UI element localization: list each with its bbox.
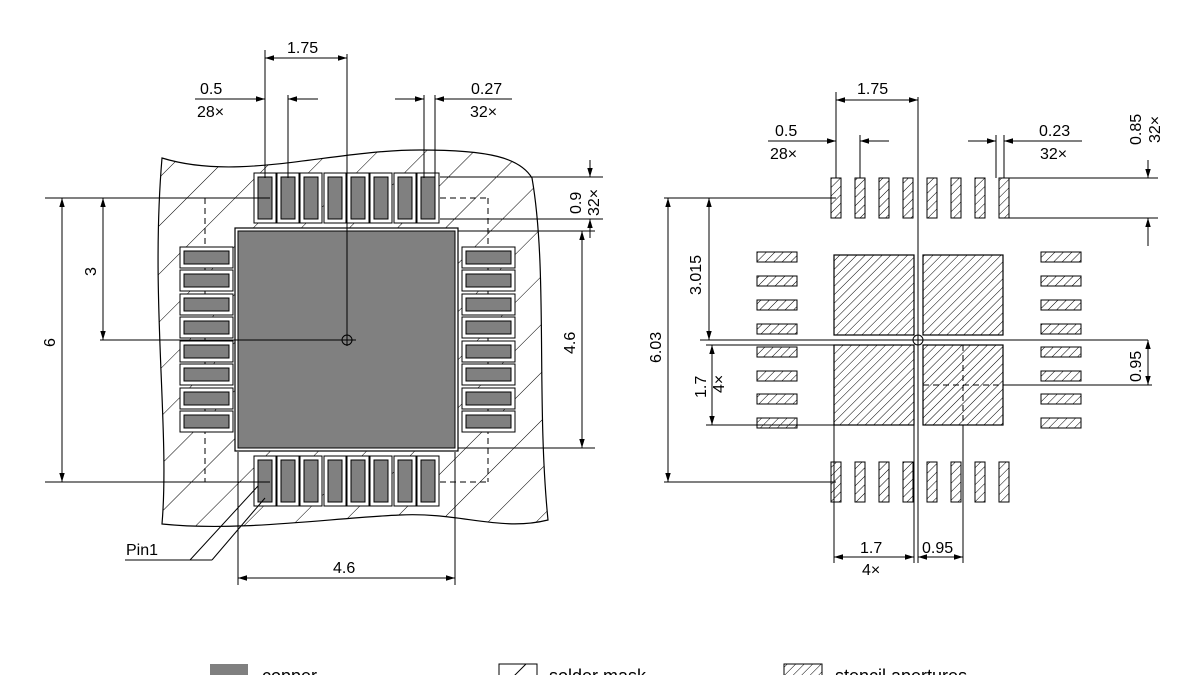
right-center-lines [700,97,1148,563]
dim-aperture-width-count: 32× [1040,146,1067,163]
pad [179,246,234,269]
dim-pad-length-count: 32× [586,189,603,216]
legend-solder-mask-swatch [498,663,538,675]
dim-window-size-h-count: 4× [862,562,880,579]
pad [179,363,234,386]
pad [346,172,370,224]
pad [323,172,347,224]
pin1-label: Pin1 [126,542,158,559]
dim-window-gap-h: 0.95 [922,540,953,557]
legend-stencil-label: stencil apertures [835,666,967,675]
pad [179,410,234,433]
legend-copper-label: copper [262,666,317,675]
pad [179,340,234,363]
left-side-pads [179,246,234,433]
pad [416,172,440,224]
dim-window-size-v-count: 4× [711,375,728,393]
dim-window-size-v-value: 1.7 [693,376,710,398]
pad [179,316,234,339]
left-bottom-pads [253,455,440,507]
dim-pitch-value: 0.5 [200,81,222,98]
dim-pad-length-value: 0.9 [568,192,585,214]
dim-window-size-h-value: 1.7 [860,540,882,557]
pad [369,455,393,507]
pad [346,455,370,507]
pad [253,455,277,507]
right-dimension-lines [664,92,1158,563]
pad [276,455,300,507]
right-top-apertures [830,177,1010,219]
center-crosshair [100,54,356,346]
dim-pitch-count: 28× [197,104,224,121]
dim-aperture-length-value: 0.85 [1128,114,1145,145]
pad [461,410,516,433]
dim-ep-width: 4.6 [333,560,355,577]
dim-center-pitch-r: 1.75 [857,81,888,98]
pad [461,246,516,269]
pad [323,455,347,507]
dim-overall-height-r: 6.03 [648,332,665,363]
left-top-pads [253,172,440,224]
pad [461,316,516,339]
dim-pad-width-count: 32× [470,104,497,121]
pad [179,269,234,292]
dim-pitch-value-r: 0.5 [775,123,797,140]
exposed-pad-stencil-windows [833,254,1004,426]
pad [393,455,417,507]
dim-half-height-r: 3.015 [688,255,705,295]
right-bottom-apertures [830,461,1010,503]
right-view: 1.75 0.5 28× 0.23 32× 0.85 32× 3.015 6.0… [648,81,1164,579]
legend-solder-mask-label: solder mask [549,666,647,675]
dim-half-height: 3 [83,267,100,276]
pad [461,340,516,363]
pad [179,293,234,316]
dim-aperture-width-value: 0.23 [1039,123,1070,140]
dim-aperture-length-count: 32× [1147,116,1164,143]
right-right-apertures [1040,251,1082,429]
left-dimension-lines [45,50,603,585]
dim-ep-height: 4.6 [562,332,579,354]
dim-pad-width-value: 0.27 [471,81,502,98]
dim-center-pitch: 1.75 [287,40,318,57]
pad [299,455,323,507]
legend-stencil-swatch [783,663,823,675]
pad [461,293,516,316]
right-side-pads [461,246,516,433]
legend: copper solder mask stencil apertures [210,663,967,675]
pad [461,269,516,292]
right-left-apertures [756,251,798,429]
pad [179,387,234,410]
pad [461,363,516,386]
right-dashed-centers [923,345,1003,425]
pad [393,172,417,224]
dim-window-gap-v: 0.95 [1128,351,1145,382]
legend-copper-swatch [210,664,248,675]
dim-pitch-count-r: 28× [770,146,797,163]
pad [276,172,300,224]
pad [461,387,516,410]
pad [369,172,393,224]
left-view: 1.75 0.5 28× 0.27 32× 0.9 32× 3 6 4.6 4.… [42,40,603,585]
pad [416,455,440,507]
pad [299,172,323,224]
dim-overall-height: 6 [42,338,59,347]
